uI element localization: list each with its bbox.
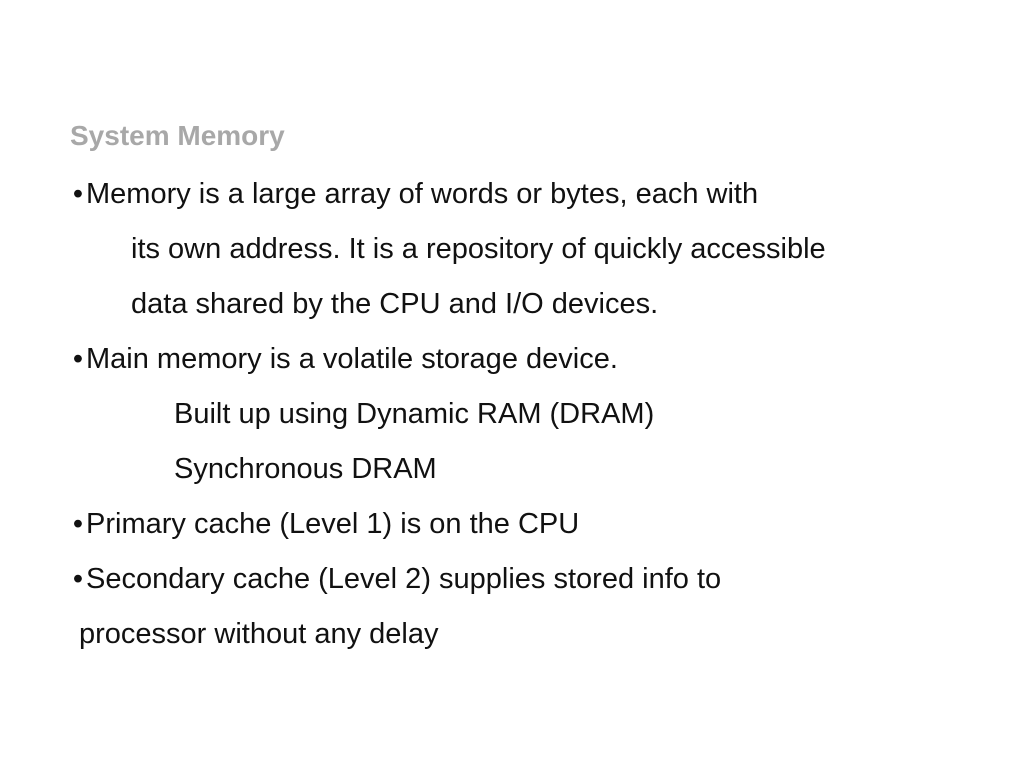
- continuation-line: data shared by the CPU and I/O devices.: [131, 288, 659, 320]
- bullet-text: Primary cache (Level 1) is on the CPU: [86, 508, 580, 540]
- bullet-icon: •: [72, 343, 84, 375]
- continuation-line: processor without any delay: [79, 618, 439, 650]
- sub-item-sdram: Synchronous DRAM: [174, 453, 437, 485]
- bullet-line-primary-cache: •Primary cache (Level 1) is on the CPU: [70, 507, 579, 541]
- bullet-text: Memory is a large array of words or byte…: [86, 178, 759, 210]
- slide-title: System Memory: [70, 120, 285, 151]
- bullet-icon: •: [72, 508, 84, 540]
- bullet-text: Secondary cache (Level 2) supplies store…: [86, 563, 722, 595]
- bullet-line-secondary-cache: •Secondary cache (Level 2) supplies stor…: [70, 562, 721, 596]
- bullet-icon: •: [72, 563, 84, 595]
- bullet-icon: •: [72, 178, 84, 210]
- sub-item-dram: Built up using Dynamic RAM (DRAM): [174, 398, 655, 430]
- continuation-line: its own address. It is a repository of q…: [131, 233, 826, 265]
- bullet-text: Main memory is a volatile storage device…: [86, 343, 618, 375]
- bullet-line-memory: •Memory is a large array of words or byt…: [70, 177, 758, 211]
- bullet-line-main-memory: •Main memory is a volatile storage devic…: [70, 342, 618, 376]
